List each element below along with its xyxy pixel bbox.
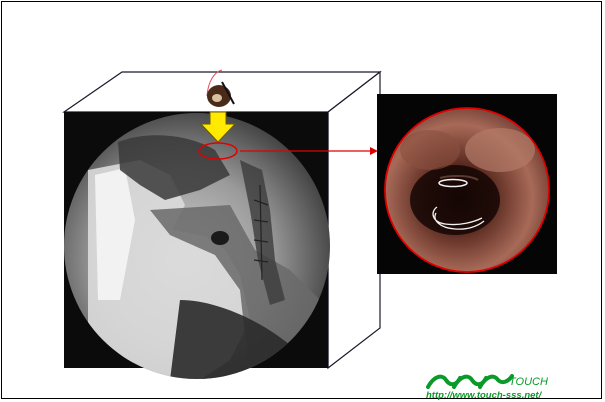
logo-swoosh-icon	[424, 372, 514, 392]
touch-logo: TOUCH http://www.touch-sss.net/	[424, 372, 584, 402]
box-side-face	[328, 72, 380, 368]
fluoroscopy-image	[64, 112, 330, 380]
logo-brand-text: TOUCH	[509, 376, 548, 388]
endoscopy-image	[377, 94, 557, 274]
logo-url-text: http://www.touch-sss.net/	[426, 390, 541, 401]
